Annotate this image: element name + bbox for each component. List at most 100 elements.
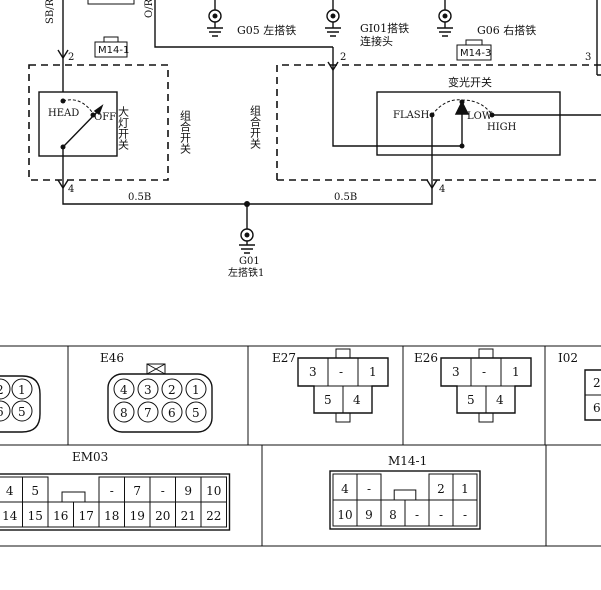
pin-right-top-3: 3 <box>585 52 591 63</box>
m14-1-pin: 8 <box>389 508 397 522</box>
ground-label-gi01-sub: 连接头 <box>360 35 393 48</box>
e46-pin: 8 <box>120 406 128 420</box>
m14-1-pin: - <box>415 508 419 522</box>
connector-m14-1: 4 - 2 1 10 9 8 - - - <box>329 470 481 530</box>
e27-pin: - <box>339 365 343 379</box>
connector-ref-m14-3 <box>456 44 492 61</box>
connector-left-partial: 2 1 6 5 <box>0 375 41 433</box>
headlamp-switch-body <box>38 91 118 157</box>
pin-right-bottom: 4 <box>439 184 445 195</box>
m14-1-pin: 10 <box>337 508 352 522</box>
dimmer-flash-label: FLASH <box>393 110 430 121</box>
em03-pin: 20 <box>155 509 170 523</box>
connector-ref-m14-1 <box>94 41 128 58</box>
em03-pin: - <box>110 484 114 498</box>
e46-pin: 3 <box>144 383 152 397</box>
connector-e46: 4 3 2 1 8 7 6 5 <box>107 363 213 433</box>
m14-1-pin: 9 <box>365 508 373 522</box>
em03-pin: 10 <box>206 484 221 498</box>
combination-switch-left-box <box>28 64 169 181</box>
wire-color-or: O/R <box>144 0 155 18</box>
dimmer-switch-body <box>376 91 561 156</box>
headlamp-head-label: HEAD <box>48 108 79 119</box>
em03-pin: 19 <box>130 509 145 523</box>
combination-switch-label-left: 组合开关 <box>179 109 192 155</box>
ground-label-g01-name: 左搭铁1 <box>228 266 264 279</box>
left-partial-pin: 5 <box>18 405 26 419</box>
connector-i02: 2 6 <box>584 369 601 421</box>
e46-pin: 7 <box>144 406 152 420</box>
em03-pin: 7 <box>133 484 141 498</box>
em03-pin: 16 <box>53 509 68 523</box>
left-partial-pin: 6 <box>0 405 4 419</box>
connector-em03-label: EM03 <box>72 450 108 464</box>
i02-pin: 6 <box>593 401 601 415</box>
e27-pin: 3 <box>309 365 317 379</box>
e46-pin: 6 <box>168 406 176 420</box>
ground-label-g06: G06 右搭铁 <box>477 23 536 37</box>
wire-size-right: 0.5B <box>334 192 357 203</box>
ground-label-g01: G01 <box>239 256 260 267</box>
m14-1-pin: - <box>463 508 467 522</box>
combination-switch-right-box <box>276 64 601 180</box>
combination-switch-label-right: 组合开关 <box>249 104 262 150</box>
e26-pin: 5 <box>467 393 475 407</box>
e46-pin: 1 <box>192 383 200 397</box>
e26-pin: 3 <box>452 365 460 379</box>
connector-ref-m14-3-label: M14-3 <box>460 48 491 59</box>
headlamp-off-label: OFF <box>94 112 116 123</box>
ground-symbol-g06 <box>437 0 453 37</box>
connector-i02-label: I02 <box>558 351 578 365</box>
connector-e46-label: E46 <box>100 351 124 365</box>
connector-ref-m14-1-label: M14-1 <box>98 45 129 56</box>
em03-pin: 4 <box>6 484 14 498</box>
dimmer-high-label: HIGH <box>487 122 517 133</box>
connector-e27-label: E27 <box>272 351 296 365</box>
e26-pin: - <box>482 365 486 379</box>
em03-pin: 15 <box>28 509 43 523</box>
connector-table <box>0 345 601 547</box>
e46-pin: 4 <box>120 383 128 397</box>
em03-pin: 18 <box>104 509 119 523</box>
e26-pin: 4 <box>496 393 504 407</box>
connector-e26: 3 - 1 5 4 <box>440 348 532 423</box>
e27-pin: 5 <box>324 393 332 407</box>
ground-symbol-g05 <box>207 0 223 37</box>
ground-symbol-gi01 <box>325 0 341 37</box>
wire-size-left: 0.5B <box>128 192 151 203</box>
e27-pin: 1 <box>369 365 377 379</box>
em03-pin: 21 <box>181 509 196 523</box>
pin-left-bottom: 4 <box>68 184 74 195</box>
em03-pin: 14 <box>2 509 18 523</box>
left-partial-pin: 1 <box>18 383 26 397</box>
m14-1-pin: - <box>439 508 443 522</box>
pin-left-top: 2 <box>68 52 74 63</box>
dimmer-switch-title: 变光开关 <box>448 75 492 89</box>
em03-pin: 17 <box>79 509 94 523</box>
headlamp-switch-label: 大灯开关 <box>117 105 130 151</box>
connector-e26-label: E26 <box>414 351 438 365</box>
m14-1-pin: 4 <box>341 482 349 496</box>
i02-pin: 2 <box>593 376 601 390</box>
wire-color-sbr: SB/R <box>45 0 56 24</box>
e46-pin: 2 <box>168 383 176 397</box>
connector-m14-1-label: M14-1 <box>388 454 427 468</box>
connector-e27: 3 - 1 5 4 <box>297 348 389 423</box>
m14-1-pin: 2 <box>437 482 445 496</box>
dimmer-low-label: LOW <box>467 111 493 122</box>
em03-pin: 22 <box>206 509 221 523</box>
em03-pin: 9 <box>184 484 192 498</box>
m14-1-pin: 1 <box>461 482 469 496</box>
connector-top-fragment <box>87 0 135 5</box>
m14-1-pin: - <box>367 482 371 496</box>
e26-pin: 1 <box>512 365 520 379</box>
ground-label-gi01: GI01搭铁 <box>360 22 409 35</box>
em03-pin: - <box>161 484 165 498</box>
left-partial-pin: 2 <box>0 383 4 397</box>
e27-pin: 4 <box>353 393 361 407</box>
pin-right-top-2: 2 <box>340 52 346 63</box>
ground-symbol-g01 <box>239 204 255 254</box>
e46-pin: 5 <box>192 406 200 420</box>
